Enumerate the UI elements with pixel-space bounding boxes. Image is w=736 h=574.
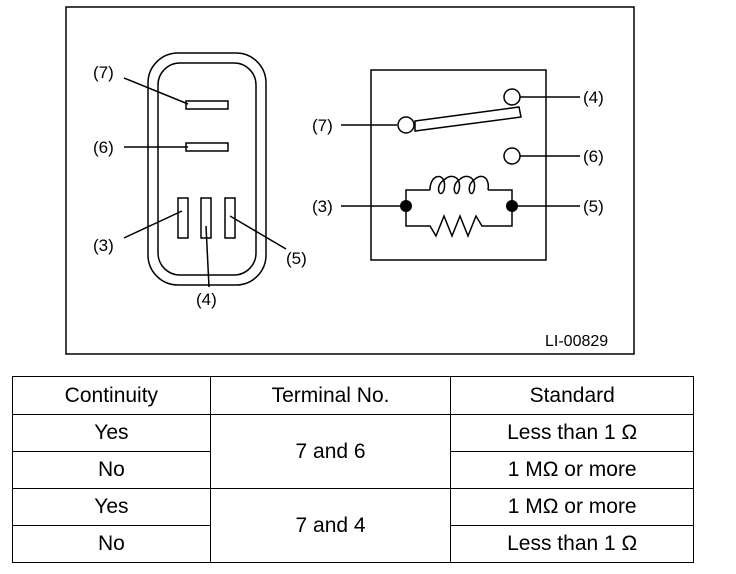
continuity-table: Continuity Terminal No. Standard Yes 7 a… [12,376,694,563]
schematic-label-5: (5) [583,197,604,216]
connector-outer-shell [147,52,267,286]
schematic-label-3: (3) [312,197,333,216]
header-terminal-no: Terminal No. [209,376,452,415]
connector-label-7: (7) [93,63,114,82]
continuity-cell: Yes [12,488,211,526]
header-continuity: Continuity [12,376,211,415]
header-standard: Standard [450,376,694,415]
leader-4 [205,225,210,288]
connector-inner-shell [157,62,257,276]
terminal-7-pin [185,100,229,110]
terminal-cell: 7 and 6 [209,414,452,489]
figure-frame [65,6,635,355]
connector: (7) (6) (3) (4) (5) [93,52,307,309]
relay-diagram: (7) (6) (3) (4) (5) (7) (4) (6) (3) (5) … [65,6,635,355]
terminal-6-contact [503,147,521,165]
standard-cell: 1 MΩ or more [450,488,694,526]
schematic-box [370,69,547,261]
standard-cell: Less than 1 Ω [450,525,694,563]
standard-cell: 1 MΩ or more [450,451,694,489]
coil-branch [405,189,513,206]
table-header-row: Continuity Terminal No. Standard [12,376,694,415]
continuity-cell: Yes [12,414,211,452]
schematic-label-4: (4) [583,88,604,107]
leader-3 [123,210,183,239]
table-row: Yes 7 and 4 1 MΩ or more [12,488,694,563]
terminal-4-contact [503,88,521,106]
connector-label-3: (3) [93,236,114,255]
terminal-cell: 7 and 4 [209,488,452,563]
table-row: No Less than 1 Ω [12,525,694,563]
leader-5 [229,215,287,250]
resistor-branch [405,206,513,239]
continuity-cell: No [12,525,211,563]
continuity-cell: No [12,451,211,489]
standard-cell: Less than 1 Ω [450,414,694,452]
figure-code: LI-00829 [545,333,608,350]
connector-label-6: (6) [93,138,114,157]
switch-arm [414,106,522,132]
terminal-6-pin [185,142,229,152]
connector-label-5: (5) [286,249,307,268]
table-row: Yes 7 and 6 Less than 1 Ω [12,414,694,489]
terminal-5-pin [224,197,236,239]
schematic-label-7: (7) [312,116,333,135]
leader-7 [123,77,189,105]
terminal-3-pin [177,197,189,239]
relay-schematic: (7) (4) (6) (3) (5) [312,69,604,261]
terminal-7-contact [397,116,415,134]
schematic-label-6: (6) [583,147,604,166]
connector-label-4: (4) [196,290,217,309]
coil-symbol [429,175,490,195]
